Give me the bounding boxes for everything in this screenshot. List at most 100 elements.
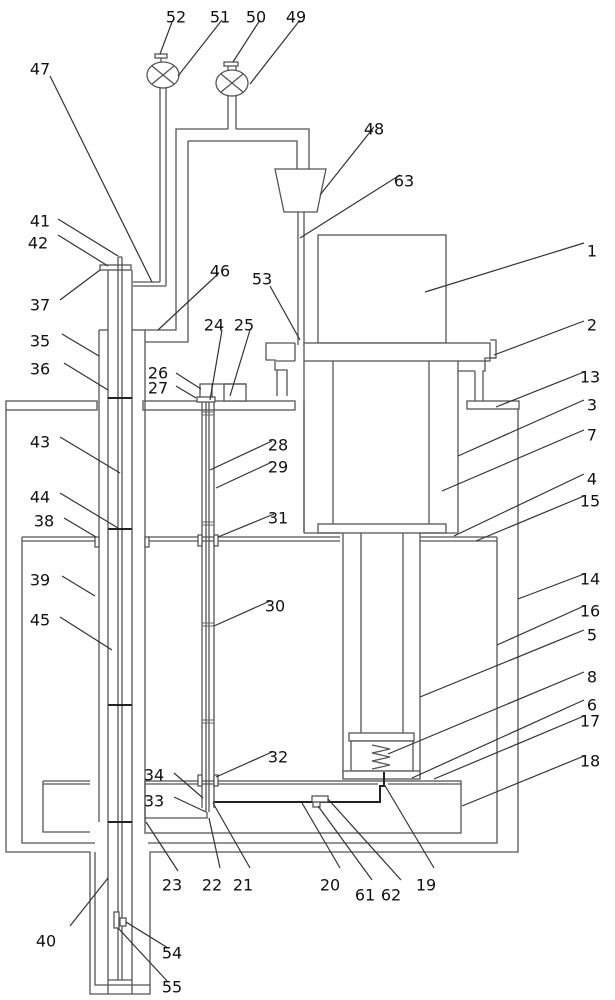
leader-line-33 bbox=[173, 796, 207, 813]
leader-line-37 bbox=[59, 269, 101, 301]
reference-numeral-24: 24 bbox=[204, 316, 224, 335]
reference-numeral-5: 5 bbox=[587, 626, 597, 645]
reference-numeral-43: 43 bbox=[30, 433, 50, 452]
reference-numeral-13: 13 bbox=[580, 368, 600, 387]
leader-line-32 bbox=[215, 751, 273, 778]
leader-line-2 bbox=[493, 320, 585, 356]
leader-line-34 bbox=[173, 772, 204, 799]
valve-49 bbox=[215, 61, 249, 97]
clamp-32 bbox=[197, 774, 203, 787]
leader-line-52 bbox=[159, 21, 173, 55]
pipe-47 bbox=[133, 88, 167, 287]
leader-line-23 bbox=[145, 821, 179, 872]
reference-numeral-52: 52 bbox=[166, 8, 186, 27]
reference-numeral-45: 45 bbox=[30, 611, 50, 630]
leader-line-4 bbox=[453, 473, 585, 537]
reference-numeral-4: 4 bbox=[587, 470, 597, 489]
leader-line-26 bbox=[175, 372, 202, 390]
leader-line-44 bbox=[59, 492, 119, 529]
leader-line-53 bbox=[269, 285, 301, 341]
leader-line-47 bbox=[49, 75, 153, 283]
sensor-62 bbox=[311, 795, 329, 803]
reference-numeral-50: 50 bbox=[246, 8, 266, 27]
leader-line-30 bbox=[213, 600, 271, 627]
reference-numeral-39: 39 bbox=[30, 571, 50, 590]
leader-line-6 bbox=[411, 699, 585, 779]
leader-line-25 bbox=[229, 329, 251, 397]
block-25 bbox=[223, 383, 247, 402]
leader-line-41 bbox=[57, 218, 119, 257]
reference-numeral-31: 31 bbox=[268, 509, 288, 528]
leader-line-29 bbox=[215, 461, 273, 489]
leader-lines bbox=[49, 19, 585, 983]
reference-numeral-53: 53 bbox=[252, 270, 272, 289]
vessel-16 bbox=[21, 537, 95, 844]
reference-numeral-7: 7 bbox=[587, 426, 597, 445]
sensor-54 bbox=[119, 917, 127, 927]
reference-numeral-32: 32 bbox=[268, 748, 288, 767]
leader-line-7 bbox=[441, 429, 585, 492]
valve-handle-52 bbox=[154, 53, 168, 59]
reference-numeral-27: 27 bbox=[148, 379, 168, 398]
plate-2 bbox=[303, 342, 491, 362]
reference-numeral-34: 34 bbox=[144, 766, 164, 785]
motor-1 bbox=[317, 234, 447, 344]
leader-line-31 bbox=[217, 513, 275, 538]
reference-numeral-23: 23 bbox=[162, 876, 182, 895]
reference-numeral-16: 16 bbox=[580, 602, 600, 621]
reference-numeral-29: 29 bbox=[268, 458, 288, 477]
leader-line-24 bbox=[209, 329, 223, 401]
leader-line-42 bbox=[57, 234, 109, 267]
leader-line-54 bbox=[125, 921, 169, 949]
spring-8-icon bbox=[371, 744, 391, 770]
leader-line-55 bbox=[117, 927, 169, 983]
reference-numeral-54: 54 bbox=[162, 944, 182, 963]
leader-line-63 bbox=[299, 174, 401, 239]
reference-numeral-26: 26 bbox=[148, 364, 168, 383]
reference-numeral-17: 17 bbox=[580, 712, 600, 731]
spring-housing-8 bbox=[350, 740, 414, 772]
reference-numeral-14: 14 bbox=[580, 570, 600, 589]
sensor-55 bbox=[113, 911, 120, 929]
reference-numeral-63: 63 bbox=[394, 172, 414, 191]
reference-numeral-47: 47 bbox=[30, 60, 50, 79]
leader-line-20 bbox=[301, 802, 341, 869]
leader-line-21 bbox=[212, 802, 251, 869]
reference-numeral-41: 41 bbox=[30, 212, 50, 231]
leader-line-45 bbox=[59, 616, 113, 651]
leader-line-18 bbox=[461, 755, 585, 807]
reference-numeral-18: 18 bbox=[580, 752, 600, 771]
pipe-46 bbox=[145, 96, 310, 343]
spring-cap bbox=[348, 732, 415, 742]
tube-assembly-35 bbox=[94, 256, 150, 994]
reference-numeral-36: 36 bbox=[30, 360, 50, 379]
reference-numeral-49: 49 bbox=[286, 8, 306, 27]
leader-line-17 bbox=[433, 715, 585, 780]
leader-line-39 bbox=[61, 575, 96, 597]
reference-numeral-20: 20 bbox=[320, 876, 340, 895]
leader-line-48 bbox=[319, 126, 375, 196]
clamp-31b bbox=[213, 534, 219, 547]
reference-numeral-28: 28 bbox=[268, 436, 288, 455]
clamp-32b bbox=[213, 774, 219, 787]
clamp-31 bbox=[197, 534, 203, 547]
leader-line-8 bbox=[387, 671, 585, 755]
leader-line-27 bbox=[175, 385, 197, 399]
leader-line-22 bbox=[208, 817, 221, 869]
leader-line-5 bbox=[419, 629, 585, 698]
lid-mid bbox=[142, 400, 296, 411]
reference-numeral-61: 61 bbox=[355, 886, 375, 905]
leader-line-14 bbox=[517, 573, 585, 600]
reference-numeral-25: 25 bbox=[234, 316, 254, 335]
seat-27 bbox=[196, 396, 216, 403]
reference-numeral-2: 2 bbox=[587, 316, 597, 335]
plate-13 bbox=[466, 400, 520, 410]
funnel-48 bbox=[274, 168, 327, 213]
valve-handle-50 bbox=[223, 61, 239, 67]
leader-line-15 bbox=[475, 495, 585, 542]
reference-numeral-62: 62 bbox=[381, 886, 401, 905]
valve-51 bbox=[146, 53, 180, 89]
leader-line-35 bbox=[61, 333, 100, 357]
leader-line-38 bbox=[63, 517, 97, 538]
